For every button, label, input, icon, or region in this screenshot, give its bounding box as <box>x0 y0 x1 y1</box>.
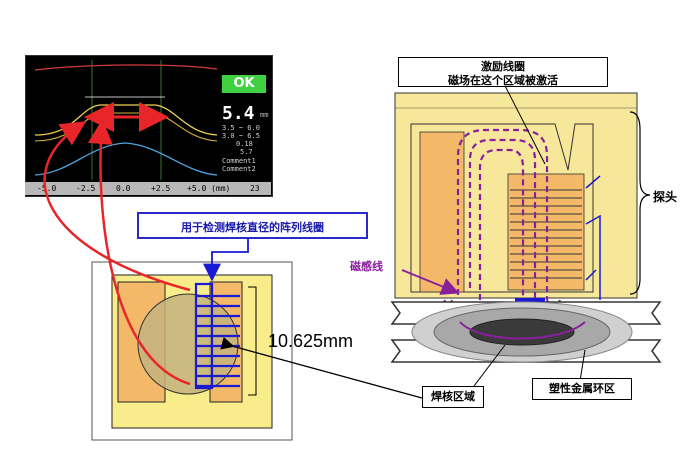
comment-2: Comment2 <box>222 165 256 173</box>
red-arrow-top <box>43 121 191 292</box>
axis-tick: -2.5 <box>76 184 96 193</box>
red-arrow-bottom <box>87 119 191 386</box>
black-pointer-line <box>220 336 423 399</box>
excitation-note-label: 磁场在这个区域被激活 <box>448 74 558 87</box>
probe-label: 探头 <box>653 190 678 204</box>
comment-1: Comment1 <box>222 157 256 165</box>
diameter-value: 5.4 <box>222 103 255 124</box>
coil-width-dimension: 10.625mm <box>268 331 354 351</box>
flux-loops <box>456 128 549 300</box>
diameter-unit: mm <box>260 111 269 119</box>
axis-tick: +2.5 <box>151 184 171 193</box>
axis-tick: +5.0 (mm) <box>187 184 231 193</box>
flux-lines-through-nugget <box>459 321 586 340</box>
axis-tick: -5.0 <box>37 184 57 193</box>
plastic-ring-label: 塑性金属环区 <box>532 378 632 400</box>
array-coil-contact <box>515 298 545 304</box>
scope-axis-bar <box>25 182 271 195</box>
excitation-pointer <box>497 71 546 165</box>
flux-lines-label: 磁感线 <box>350 260 383 273</box>
readout-value-2: 5.7 <box>240 148 253 156</box>
readout-range-1: 3.5 ~ 6.0 <box>222 124 260 132</box>
nugget-pointer <box>467 344 506 395</box>
page-number: 23 <box>250 184 260 193</box>
axis-tick: 0.0 <box>116 184 131 193</box>
array-coil-label: 用于检测焊核直径的阵列线圈 <box>137 212 368 239</box>
ring-pointer <box>579 349 586 382</box>
weld-nugget-circle <box>137 293 239 395</box>
blue-trace <box>34 142 218 176</box>
readout-range-2: 3.0 ~ 6.5 <box>222 132 260 140</box>
excitation-callout: 激励线圈 磁场在这个区域被激活 <box>398 57 608 87</box>
ok-status-badge: OK <box>222 75 266 93</box>
readout-value-1: 0.18 <box>236 140 253 148</box>
coil-lead <box>585 175 601 300</box>
excitation-coil-label: 激励线圈 <box>481 60 525 73</box>
red-trace <box>34 64 218 71</box>
nugget-zone-label: 焊核区域 <box>422 386 484 408</box>
flux-arrow <box>401 269 460 295</box>
blue-label-arrow <box>203 238 249 282</box>
probe-core-left <box>419 131 465 293</box>
dimension-bracket <box>248 286 257 396</box>
probe-bracket <box>629 111 651 295</box>
nugget-zone <box>469 318 575 346</box>
array-coil-grid <box>194 282 240 390</box>
